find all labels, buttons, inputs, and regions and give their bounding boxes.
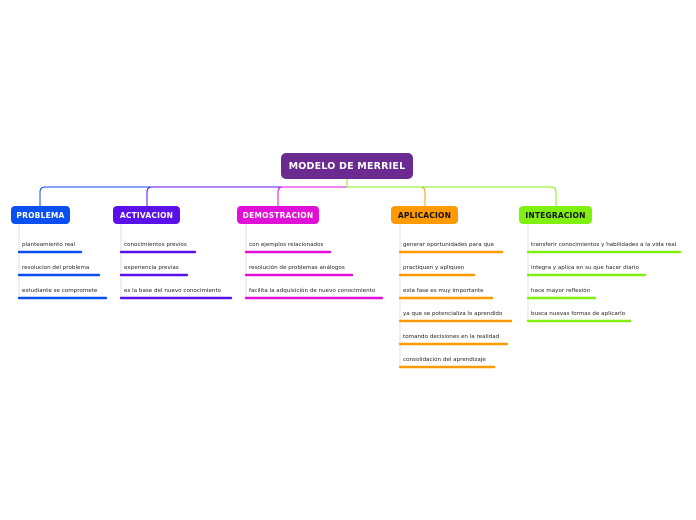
branch-label: PROBLEMA <box>16 210 65 220</box>
branch-label: ACTIVACION <box>119 210 174 220</box>
leaf-problema-3[interactable]: estudiante se compromete <box>22 288 98 294</box>
leaf-demostracion-2[interactable]: resolución de problemas análogos <box>249 265 345 271</box>
branch-label: INTEGRACION <box>525 210 586 220</box>
branch-connector-aplicacion <box>346 178 426 207</box>
leaf-aplicacion-4[interactable]: ya que se potencializa lo aprendido <box>403 311 503 317</box>
leaf-integracion-3[interactable]: hace mayor reflexión <box>531 288 591 294</box>
branch-connector-activacion <box>146 178 348 207</box>
leaf-problema-1[interactable]: planteamiento real <box>22 242 76 248</box>
leaf-aplicacion-5[interactable]: tomando decisiones en la realidad <box>403 334 500 340</box>
leaf-aplicacion-1[interactable]: generar oportunidades para que <box>403 242 495 248</box>
branch-label: DEMOSTRACION <box>242 210 314 220</box>
branch-node-aplicacion[interactable]: APLICACION <box>391 206 458 224</box>
root-label: MODELO DE MERRIEL <box>288 160 406 172</box>
leaf-activacion-2[interactable]: experiencia previas <box>124 265 179 271</box>
leaf-aplicacion-2[interactable]: practiquen y apliquen <box>403 265 465 271</box>
branch-node-problema[interactable]: PROBLEMA <box>11 206 70 224</box>
root-node[interactable]: MODELO DE MERRIEL <box>281 153 413 179</box>
branch-node-activacion[interactable]: ACTIVACION <box>113 206 180 224</box>
leaf-aplicacion-3[interactable]: esta fase es muy importante <box>403 288 484 294</box>
leaf-activacion-3[interactable]: es la base del nuevo conocimiento <box>124 288 222 294</box>
branch-node-demostracion[interactable]: DEMOSTRACION <box>237 206 319 224</box>
leaf-demostracion-3[interactable]: facilita la adquisición de nuevo conocim… <box>249 288 376 294</box>
leaf-aplicacion-6[interactable]: consolidación del aprendizaje <box>403 357 486 363</box>
branch-connector-demostracion <box>277 178 348 207</box>
leaf-demostracion-1[interactable]: con ejemplos relacionados <box>249 242 324 248</box>
branch-connector-problema <box>39 178 348 207</box>
branch-label: APLICACION <box>397 210 452 220</box>
branch-connector-integracion <box>346 178 557 207</box>
leaf-integracion-2[interactable]: integra y aplica en su que hacer diario <box>531 265 639 271</box>
branch-node-integracion[interactable]: INTEGRACION <box>519 206 592 224</box>
leaf-problema-2[interactable]: resolucion del problema <box>22 265 90 271</box>
leaf-integracion-4[interactable]: busca nuevas formas de aplicarlo <box>531 311 626 317</box>
leaf-activacion-1[interactable]: conocimientos previos <box>124 242 187 248</box>
leaf-integracion-1[interactable]: transferir conocimientos y habilidades a… <box>531 242 677 248</box>
